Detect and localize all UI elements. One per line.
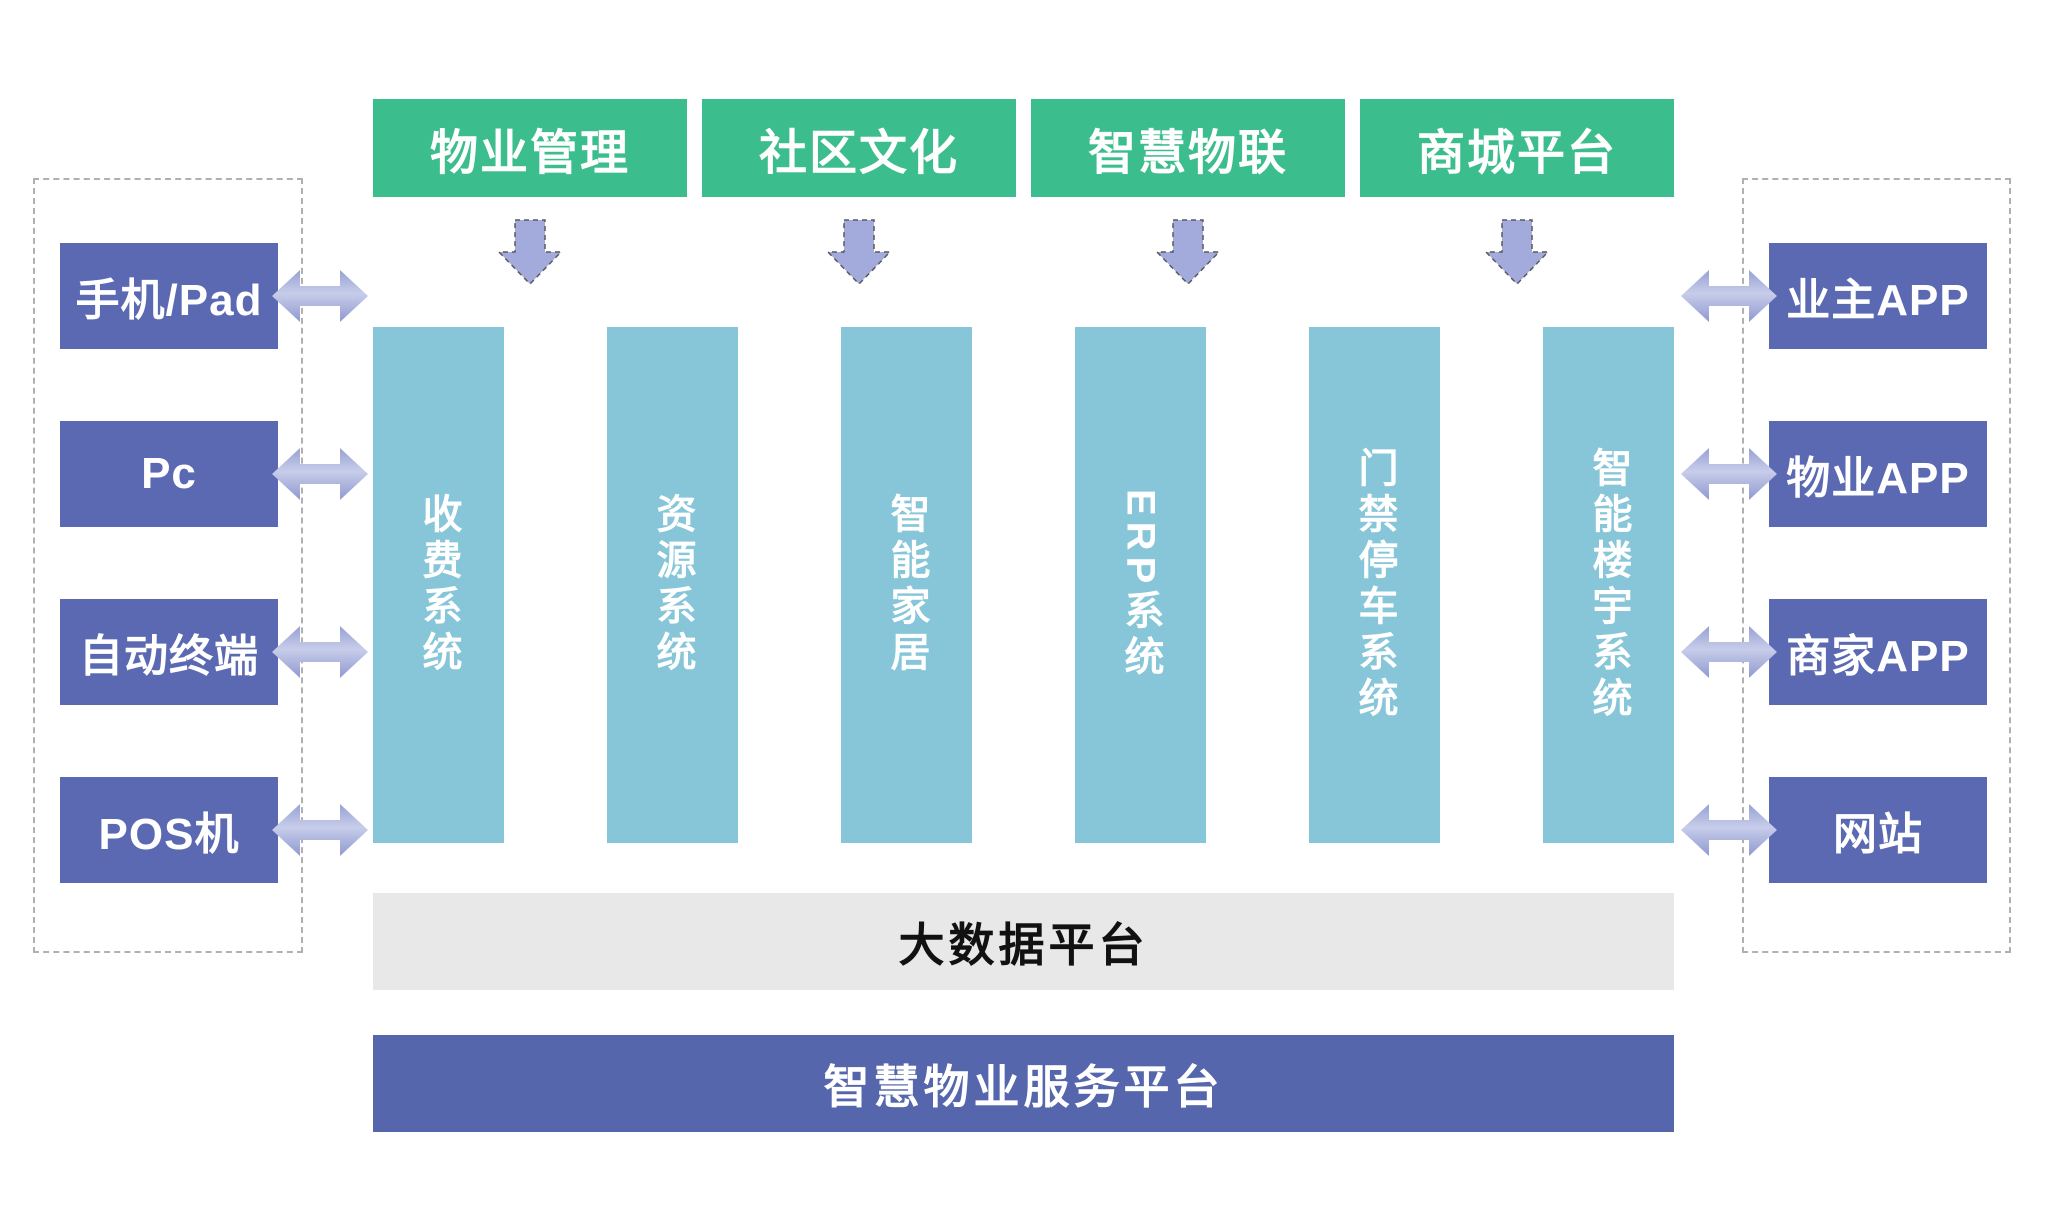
module-box-property-management: 物业管理 — [373, 99, 687, 197]
app-box-merchant-app: 商家APP — [1769, 599, 1987, 705]
left-right-arrow-icon — [1681, 801, 1777, 859]
app-box-owner-app: 业主APP — [1769, 243, 1987, 349]
left-right-arrow-icon — [1681, 623, 1777, 681]
smart-property-service-platform-bar: 智慧物业服务平台 — [373, 1035, 1674, 1132]
left-right-arrow-icon — [1681, 267, 1777, 325]
system-label: 收费系统 — [416, 493, 461, 677]
device-box-mobile-pad: 手机/Pad — [60, 243, 278, 349]
left-right-arrow-icon — [272, 623, 368, 681]
system-column-access-parking: 门禁停车系统 — [1309, 327, 1440, 843]
system-label: ERP系统 — [1118, 488, 1163, 682]
down-arrow-icon — [1485, 219, 1549, 285]
system-column-charging: 收费系统 — [373, 327, 504, 843]
left-devices-group-frame — [33, 178, 303, 953]
app-box-website: 网站 — [1769, 777, 1987, 883]
system-label: 智能家居 — [884, 493, 929, 677]
system-label: 资源系统 — [650, 493, 695, 677]
system-column-resource: 资源系统 — [607, 327, 738, 843]
left-right-arrow-icon — [272, 801, 368, 859]
system-column-smart-home: 智能家居 — [841, 327, 972, 843]
module-box-community-culture: 社区文化 — [702, 99, 1016, 197]
down-arrow-icon — [827, 219, 891, 285]
down-arrow-icon — [1156, 219, 1220, 285]
device-box-auto-terminal: 自动终端 — [60, 599, 278, 705]
module-box-mall-platform: 商城平台 — [1360, 99, 1674, 197]
down-arrow-icon — [498, 219, 562, 285]
system-column-smart-building: 智能楼宇系统 — [1543, 327, 1674, 843]
big-data-platform-bar: 大数据平台 — [373, 893, 1674, 990]
right-apps-group-frame — [1742, 178, 2011, 953]
device-box-pc: Pc — [60, 421, 278, 527]
left-right-arrow-icon — [1681, 445, 1777, 503]
left-right-arrow-icon — [272, 445, 368, 503]
app-box-property-app: 物业APP — [1769, 421, 1987, 527]
system-label: 门禁停车系统 — [1352, 447, 1397, 723]
device-box-pos: POS机 — [60, 777, 278, 883]
module-box-smart-iot: 智慧物联 — [1031, 99, 1345, 197]
left-right-arrow-icon — [272, 267, 368, 325]
system-label: 智能楼宇系统 — [1586, 447, 1631, 723]
system-column-erp: ERP系统 — [1075, 327, 1206, 843]
